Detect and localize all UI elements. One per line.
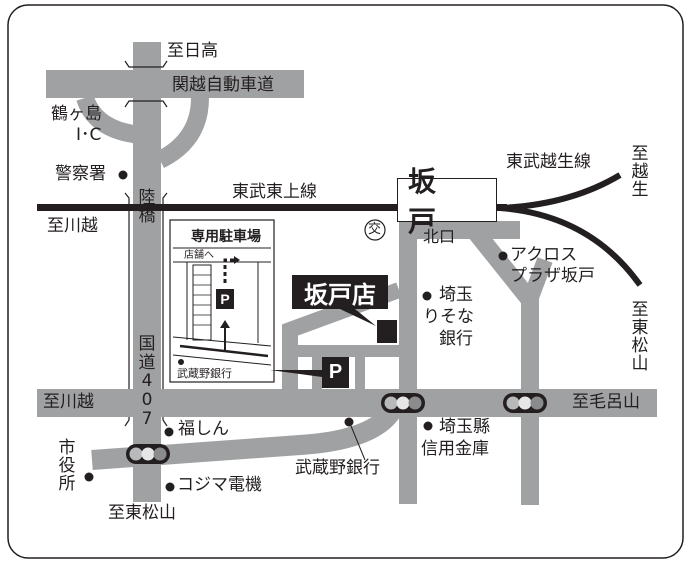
traffic-signal-icon	[381, 393, 425, 413]
parking-inset-title: 専用駐車場	[191, 229, 261, 245]
tobu-tojo-line-label: 東武東上線	[232, 182, 317, 202]
parking-pointer	[270, 370, 322, 377]
traffic-signal-icon	[126, 444, 170, 464]
police-box-symbol: 交	[368, 222, 382, 237]
store-pointer	[340, 309, 376, 326]
store-road	[312, 345, 322, 390]
cityhall-label: 市役所	[58, 438, 76, 494]
musashino-dot	[344, 417, 354, 427]
interchange-label-2: I･C	[76, 125, 102, 145]
inset-bank-label: 武蔵野銀行	[177, 367, 232, 380]
direction-higashimatsuyama-right: 至東松山	[631, 300, 649, 374]
shinkin-dot	[423, 421, 433, 431]
shinkin-label: 埼玉縣	[439, 417, 490, 437]
overpass-label: 陸橋	[138, 188, 156, 226]
shinkin-label-2: 信用金庫	[421, 439, 489, 459]
kojima-label: コジマ電機	[177, 475, 262, 495]
musashino-bank-label: 武蔵野銀行	[295, 458, 380, 478]
direction-hidaka: 至日高	[167, 41, 218, 61]
cityhall-dot	[84, 472, 94, 482]
interchange-ramp	[76, 94, 142, 144]
station-ns-road	[399, 222, 417, 504]
police-label: 警察署	[55, 164, 106, 184]
station-sakado: 坂 戸	[397, 165, 497, 238]
acros-dot	[498, 251, 508, 261]
overpass-mark	[124, 60, 168, 68]
resona-label-3: 銀行	[439, 329, 473, 349]
overpass-mark	[124, 100, 168, 108]
arrow-right-icon	[234, 256, 240, 264]
dotted-arrow-icon	[223, 258, 234, 283]
expressway-label: 関越自動車道	[172, 75, 274, 95]
interchange-ramp	[155, 97, 209, 169]
main-ew-road	[37, 389, 312, 417]
diagonal-road	[522, 257, 553, 303]
acros-label-2: プラザ坂戸	[510, 266, 595, 286]
parking-icon: P	[322, 357, 349, 388]
direction-ogose: 至越生	[631, 144, 649, 200]
store-road	[290, 345, 400, 357]
tobu-ogose-line-label: 東武越生線	[506, 152, 591, 172]
direction-higashimatsuyama-bottom: 至東松山	[108, 503, 176, 523]
interchange-label: 鶴ヶ島	[51, 104, 102, 124]
route-407-road	[133, 42, 161, 502]
lower-road	[91, 400, 405, 470]
station-north-exit-label: 北口	[423, 227, 456, 246]
parking-spaces	[192, 264, 212, 341]
overpass-mark	[124, 192, 130, 427]
kojima-dot	[165, 482, 175, 492]
expressway-road	[46, 70, 304, 98]
inset-to-store-label: 店舗へ	[184, 250, 214, 261]
store-location-marker	[377, 320, 397, 343]
resona-label-2: りそな	[423, 307, 474, 327]
direction-kawagoe-lower: 至川越	[43, 392, 94, 412]
inset-parking-icon: P	[216, 289, 234, 309]
overpass-mark	[162, 192, 168, 427]
resona-label: 埼玉	[439, 285, 473, 305]
fukushin-label: 福しん	[178, 419, 229, 439]
store-name-tag: 坂戸店	[292, 275, 388, 309]
tobu-tojo-east-line	[499, 205, 643, 287]
resona-dot	[422, 291, 432, 301]
acros-label: アクロス	[510, 245, 578, 265]
tobu-tojo-line	[37, 204, 397, 211]
traffic-signal-icon	[503, 393, 547, 413]
direction-moroyama: 至毛呂山	[572, 392, 640, 412]
police-box-icon	[364, 219, 386, 241]
main-ew-road	[312, 389, 657, 417]
fukushin-dot	[164, 427, 174, 437]
direction-kawagoe-upper: 至川越	[47, 216, 98, 236]
police-dot	[118, 170, 128, 180]
store-road	[355, 345, 365, 390]
